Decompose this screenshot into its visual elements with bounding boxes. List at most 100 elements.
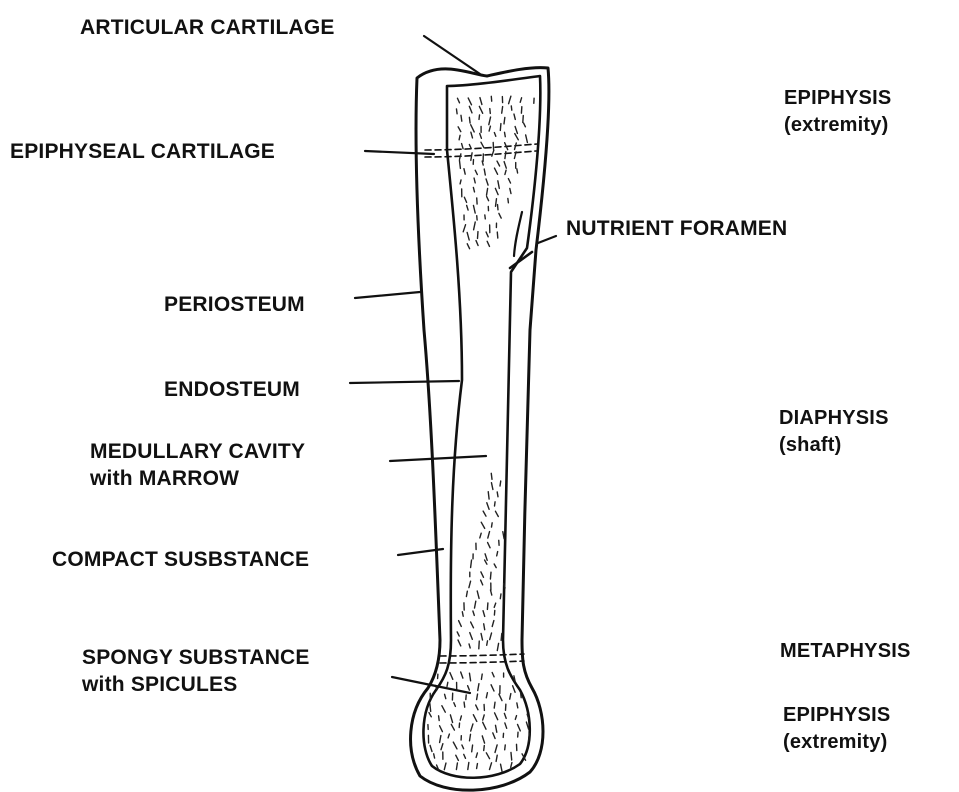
spicule-mark — [517, 169, 518, 173]
spicule-mark — [456, 755, 459, 760]
spicule-mark — [430, 704, 431, 712]
spicule-mark — [521, 693, 522, 698]
leader-epiphyseal-cartilage — [365, 151, 434, 154]
spicule-mark — [495, 511, 498, 516]
spicule-mark — [504, 117, 505, 123]
spicule-mark — [497, 492, 498, 497]
spicule-mark — [483, 611, 485, 617]
spicule-mark — [511, 752, 512, 760]
spongy-spicules — [428, 96, 534, 771]
bone-inner-outline — [423, 76, 540, 778]
spicule-mark — [479, 106, 482, 113]
spicule-mark — [477, 694, 478, 700]
spicule-mark — [529, 733, 530, 741]
spicule-mark — [462, 144, 464, 149]
spicule-mark — [450, 673, 453, 680]
spicule-mark — [474, 222, 476, 230]
spicule-mark — [504, 162, 506, 169]
spicule-mark — [460, 716, 461, 720]
spicule-mark — [439, 716, 440, 721]
spicule-mark — [526, 135, 528, 143]
spicule-mark — [508, 179, 510, 183]
spicule-mark — [457, 98, 459, 103]
spicule-mark — [471, 622, 474, 628]
spicule-mark — [491, 473, 492, 479]
spicule-mark — [515, 126, 517, 133]
spicule-mark — [497, 643, 498, 650]
spicule-mark — [510, 694, 511, 700]
leader-medullary-cavity — [390, 456, 486, 461]
leader-periosteum — [355, 292, 420, 298]
spicule-mark — [489, 117, 491, 125]
spicule-mark — [480, 98, 482, 105]
spicule-mark — [472, 745, 473, 752]
spicule-mark — [514, 114, 515, 119]
spicule-mark — [482, 736, 484, 743]
spicule-mark — [515, 143, 517, 150]
spicule-mark — [440, 726, 443, 732]
spicule-mark — [490, 572, 491, 579]
spicule-mark — [513, 686, 515, 693]
spicule-mark — [456, 763, 457, 770]
spicule-mark — [497, 552, 498, 556]
leader-endosteum — [350, 381, 459, 383]
spicule-mark — [447, 682, 448, 686]
spicule-mark — [469, 673, 470, 681]
spicule-mark — [468, 762, 469, 769]
spicule-mark — [469, 581, 471, 587]
spicule-mark — [481, 580, 483, 585]
spicule-mark — [477, 764, 478, 769]
spicule-mark — [494, 133, 495, 137]
label-articular-cartilage: ARTICULAR CARTILAGE — [80, 14, 335, 41]
spicule-mark — [486, 179, 488, 185]
spicule-mark — [467, 205, 468, 210]
spicule-mark — [495, 745, 497, 753]
spicule-mark — [487, 503, 489, 510]
spicule-mark — [469, 644, 470, 648]
spicule-mark — [501, 764, 502, 771]
spicule-mark — [444, 763, 446, 770]
spicule-mark — [481, 572, 484, 577]
spicule-mark — [451, 724, 454, 730]
spicule-mark — [460, 180, 461, 184]
spicule-mark — [469, 117, 470, 123]
spicule-mark — [505, 152, 506, 159]
spicule-mark — [496, 199, 497, 207]
epiphyseal-line-top-2 — [425, 151, 536, 157]
spicule-mark — [495, 502, 496, 506]
spicule-mark — [473, 715, 476, 722]
spicule-mark — [445, 694, 446, 698]
spicule-mark — [450, 715, 452, 723]
spicule-mark — [473, 611, 474, 615]
spicule-mark — [486, 693, 487, 698]
spicule-mark — [504, 713, 506, 718]
epiphyseal-line-top — [425, 144, 537, 150]
spicule-mark — [490, 633, 492, 640]
label-spongy-substance-line2: with SPICULES — [82, 671, 310, 698]
spicule-mark — [503, 532, 504, 539]
spicule-mark — [484, 624, 485, 630]
spicule-mark — [492, 621, 494, 627]
spicule-mark — [499, 694, 502, 700]
spicule-mark — [497, 161, 500, 166]
spicule-mark — [508, 198, 509, 202]
spicule-mark — [505, 723, 507, 728]
region-epiphysis-bottom-line1: EPIPHYSIS — [783, 702, 890, 729]
spicule-mark — [475, 601, 476, 608]
spicule-mark — [488, 543, 490, 548]
spicule-mark — [459, 135, 460, 139]
spicule-mark — [471, 125, 474, 132]
epiphyseal-line-bottom-2 — [440, 661, 524, 663]
spicule-mark — [500, 594, 501, 599]
spicule-mark — [469, 145, 471, 149]
region-diaphysis-line2: (shaft) — [779, 432, 889, 459]
spicule-mark — [457, 632, 459, 636]
label-medullary-cavity: MEDULLARY CAVITY with MARROW — [90, 438, 305, 492]
spicule-mark — [456, 109, 457, 114]
spicule-mark — [501, 633, 502, 640]
spicule-mark — [495, 725, 496, 732]
spicule-mark — [464, 169, 465, 174]
spicule-mark — [454, 703, 456, 707]
spicule-mark — [515, 716, 516, 720]
spicule-mark — [461, 115, 462, 121]
